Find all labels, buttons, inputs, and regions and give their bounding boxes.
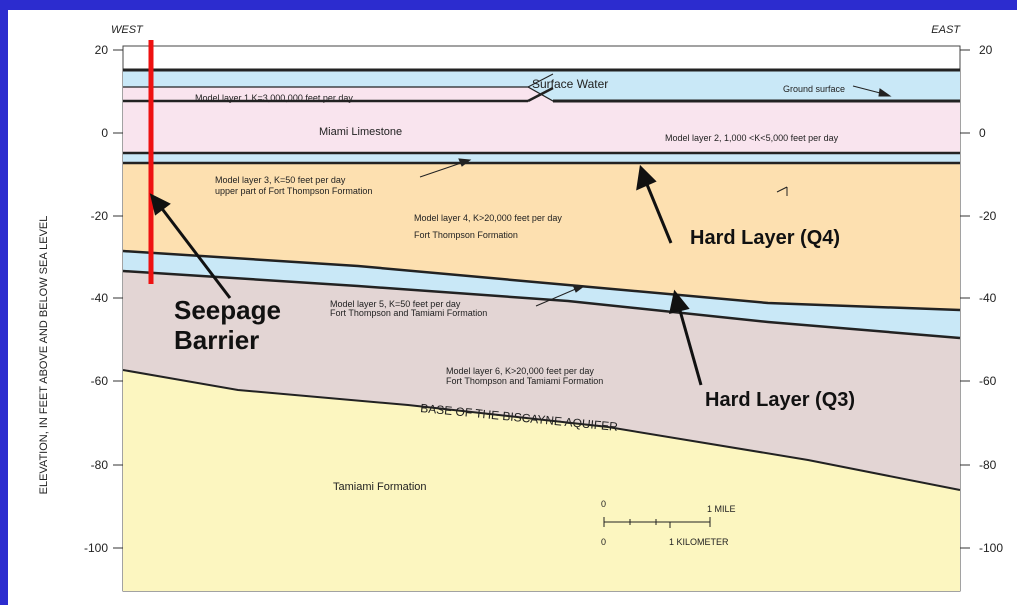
layer5-label: Model layer 5, K=50 feet per day (330, 299, 461, 309)
east-label: EAST (931, 24, 961, 36)
hard-layer-q3-annotation: Hard Layer (Q3) (705, 389, 856, 411)
y-tick-right: -100 (979, 541, 1003, 555)
layer3-label: Model layer 3, K=50 feet per day (215, 175, 346, 185)
y-tick-right: -20 (979, 209, 997, 223)
y-tick-right: -60 (979, 374, 997, 388)
fort-thompson-layer-4-band (123, 163, 960, 310)
tamiami-formation-band (123, 370, 960, 591)
layer6-label: Model layer 6, K>20,000 feet per day (446, 366, 594, 376)
y-tick-left: -20 (91, 209, 109, 223)
miami-limestone-label: Miami Limestone (319, 126, 402, 138)
west-label: WEST (111, 24, 144, 36)
y-tick-left: -100 (84, 541, 108, 555)
seepage-barrier-line1: Seepage (174, 295, 281, 325)
y-tick-left: -60 (91, 374, 109, 388)
scale-zero-top: 0 (601, 499, 606, 509)
y-tick-left: -80 (91, 458, 109, 472)
y-axis-label: ELEVATION, IN FEET ABOVE AND BELOW SEA L… (38, 215, 50, 495)
model-layer-5-band (123, 251, 960, 338)
y-tick-left: 20 (95, 43, 109, 57)
tamiami-formation-label: Tamiami Formation (333, 481, 427, 493)
layer2-label: Model layer 2, 1,000 <K<5,000 feet per d… (665, 133, 839, 143)
hard-layer-q4-annotation: Hard Layer (Q4) (690, 227, 841, 249)
scale-bar (603, 517, 711, 528)
y-tick-right: 0 (979, 126, 986, 140)
slide: WEST EAST (8, 10, 1017, 605)
y-tick-right: -80 (979, 458, 997, 472)
y-tick-right: 20 (979, 43, 993, 57)
y-tick-left: 0 (101, 126, 108, 140)
surface-water-band (123, 70, 960, 101)
scale-mile-label: 1 MILE (707, 504, 736, 514)
scale-km-label: 1 KILOMETER (669, 537, 729, 547)
model-layer-3-band (123, 153, 960, 163)
y-tick-right: -40 (979, 291, 997, 305)
layer3-label: upper part of Fort Thompson Formation (215, 186, 372, 196)
ground-surface-label: Ground surface (783, 84, 845, 94)
scale-zero-bottom: 0 (601, 537, 606, 547)
surface-water-label: Surface Water (532, 77, 608, 91)
layer6-label: Fort Thompson and Tamiami Formation (446, 376, 603, 386)
layer4-label: Model layer 4, K>20,000 feet per day (414, 213, 562, 223)
y-tick-marks (113, 49, 970, 549)
model-layer-6-band (123, 271, 960, 490)
layer1-label: Model layer 1 K=3,000,000 feet per day (195, 93, 353, 103)
seepage-barrier-line2: Barrier (174, 325, 260, 355)
seepage-barrier-annotation: Seepage Barrier (174, 295, 281, 355)
cross-section-diagram: WEST EAST (84, 24, 1003, 592)
layer4-label: Fort Thompson Formation (414, 230, 518, 240)
layer5-label: Fort Thompson and Tamiami Formation (330, 308, 487, 318)
y-tick-left: -40 (91, 291, 109, 305)
miami-limestone-band (123, 87, 960, 153)
